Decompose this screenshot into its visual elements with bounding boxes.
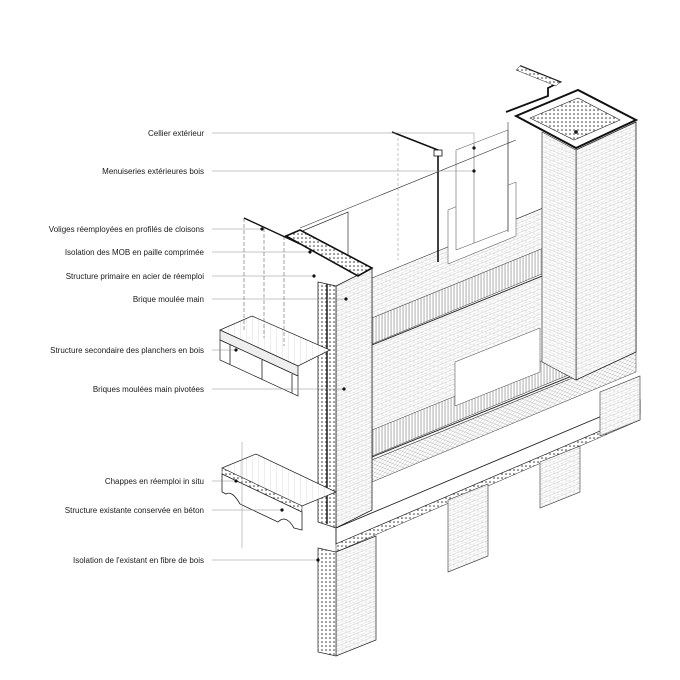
label-briques-pivotees: Briques moulées main pivotées (93, 385, 204, 394)
ground-floor-piers (317, 375, 641, 657)
label-cellier: Cellier extérieur (148, 129, 204, 138)
label-chappes: Chappes en réemploi in situ (105, 477, 204, 486)
leader-lines (212, 132, 475, 561)
label-menuiseries: Menuiseries extérieures bois (102, 167, 204, 176)
label-structure-existante: Structure existante conservée en béton (65, 506, 204, 515)
upper-window-frames (299, 122, 517, 262)
timber-floor-assembly (219, 217, 331, 397)
front-corner-pier (317, 267, 373, 529)
label-isolation-existant: Isolation de l'existant en fibre de bois (73, 556, 204, 565)
label-structure-primaire: Structure primaire en acier de réemploi (66, 272, 205, 281)
callout-labels: Cellier extérieur Menuiseries extérieure… (49, 129, 205, 565)
label-isolation-mob: Isolation des MOB en paille comprimée (65, 248, 205, 257)
top-slab-edge (284, 229, 374, 277)
label-voliges: Voliges réemployées en profilés de clois… (49, 225, 204, 234)
leader-dots (234, 130, 578, 562)
label-brique: Brique moulée main (133, 295, 204, 304)
label-structure-secondaire: Structure secondaire des planchers en bo… (50, 346, 204, 355)
existing-concrete-slab (221, 399, 641, 553)
cellier-tower (505, 65, 639, 381)
